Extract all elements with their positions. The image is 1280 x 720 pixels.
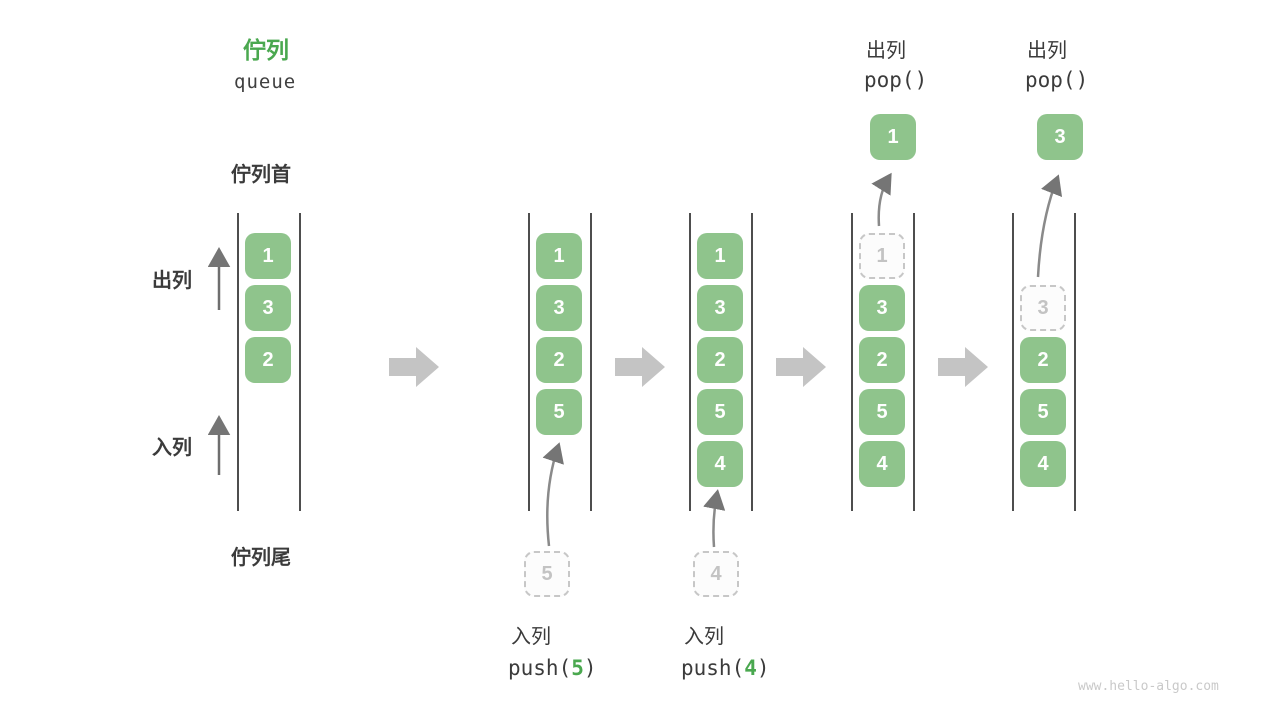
queue-element: 4 xyxy=(1020,441,1066,487)
pop-arrow-icon xyxy=(871,172,892,227)
dequeue-op-label: 出列 xyxy=(1027,40,1067,62)
op-arg: 4 xyxy=(744,656,757,680)
incoming-element-ghost: 4 xyxy=(693,551,739,597)
queue-element: 2 xyxy=(859,337,905,383)
dequeue-op-code: pop() xyxy=(1025,68,1089,92)
incoming-element-ghost: 5 xyxy=(524,551,570,597)
queue-element: 3 xyxy=(536,285,582,331)
removed-element-ghost: 3 xyxy=(1020,285,1066,331)
dequeue-op-label: 出列 xyxy=(866,40,906,62)
op-arg: 5 xyxy=(571,656,584,680)
right-block-arrow-icon xyxy=(389,347,439,387)
op-fn: push( xyxy=(508,656,572,680)
queue-element: 5 xyxy=(697,389,743,435)
queue-element: 2 xyxy=(1020,337,1066,383)
queue-element: 2 xyxy=(697,337,743,383)
queue-rear-label: 佇列尾 xyxy=(231,547,291,569)
right-block-arrow-icon xyxy=(938,347,988,387)
push-arrow-icon xyxy=(703,489,726,548)
enqueue-op-label: 入列 xyxy=(511,626,551,648)
push-arrow-icon xyxy=(542,442,564,547)
op-close: ) xyxy=(583,656,597,680)
enqueue-side-label: 入列 xyxy=(152,437,192,459)
rail-left-state-1 xyxy=(237,213,239,511)
pop-arrow-icon xyxy=(1036,174,1063,278)
queue-element: 5 xyxy=(1020,389,1066,435)
rail-left-state-4 xyxy=(851,213,853,511)
right-block-arrow-icon xyxy=(615,347,665,387)
enqueue-op-code: push(4) xyxy=(681,656,770,680)
queue-element: 3 xyxy=(245,285,291,331)
queue-element: 1 xyxy=(697,233,743,279)
rail-left-state-5 xyxy=(1012,213,1014,511)
op-fn: push( xyxy=(681,656,745,680)
dequeue-side-label: 出列 xyxy=(152,270,192,292)
queue-element: 5 xyxy=(536,389,582,435)
op-close: ) xyxy=(756,656,770,680)
rail-right-state-4 xyxy=(913,213,915,511)
popped-element: 1 xyxy=(870,114,916,160)
queue-element: 3 xyxy=(859,285,905,331)
right-block-arrow-icon xyxy=(776,347,826,387)
removed-element-ghost: 1 xyxy=(859,233,905,279)
queue-element: 2 xyxy=(245,337,291,383)
queue-element: 4 xyxy=(859,441,905,487)
enqueue-op-label: 入列 xyxy=(684,626,724,648)
watermark: www.hello-algo.com xyxy=(1078,679,1219,694)
queue-element: 1 xyxy=(536,233,582,279)
queue-element: 1 xyxy=(245,233,291,279)
popped-element: 3 xyxy=(1037,114,1083,160)
rail-right-state-5 xyxy=(1074,213,1076,511)
rail-left-state-2 xyxy=(528,213,530,511)
queue-element: 2 xyxy=(536,337,582,383)
dequeue-op-code: pop() xyxy=(864,68,928,92)
enqueue-op-code: push(5) xyxy=(508,656,597,680)
rail-right-state-1 xyxy=(299,213,301,511)
rail-left-state-3 xyxy=(689,213,691,511)
rail-right-state-2 xyxy=(590,213,592,511)
queue-element: 5 xyxy=(859,389,905,435)
rail-right-state-3 xyxy=(751,213,753,511)
title-zh: 佇列 xyxy=(243,37,289,63)
queue-front-label: 佇列首 xyxy=(231,164,291,186)
queue-element: 3 xyxy=(697,285,743,331)
title-en: queue xyxy=(234,71,297,93)
queue-element: 4 xyxy=(697,441,743,487)
